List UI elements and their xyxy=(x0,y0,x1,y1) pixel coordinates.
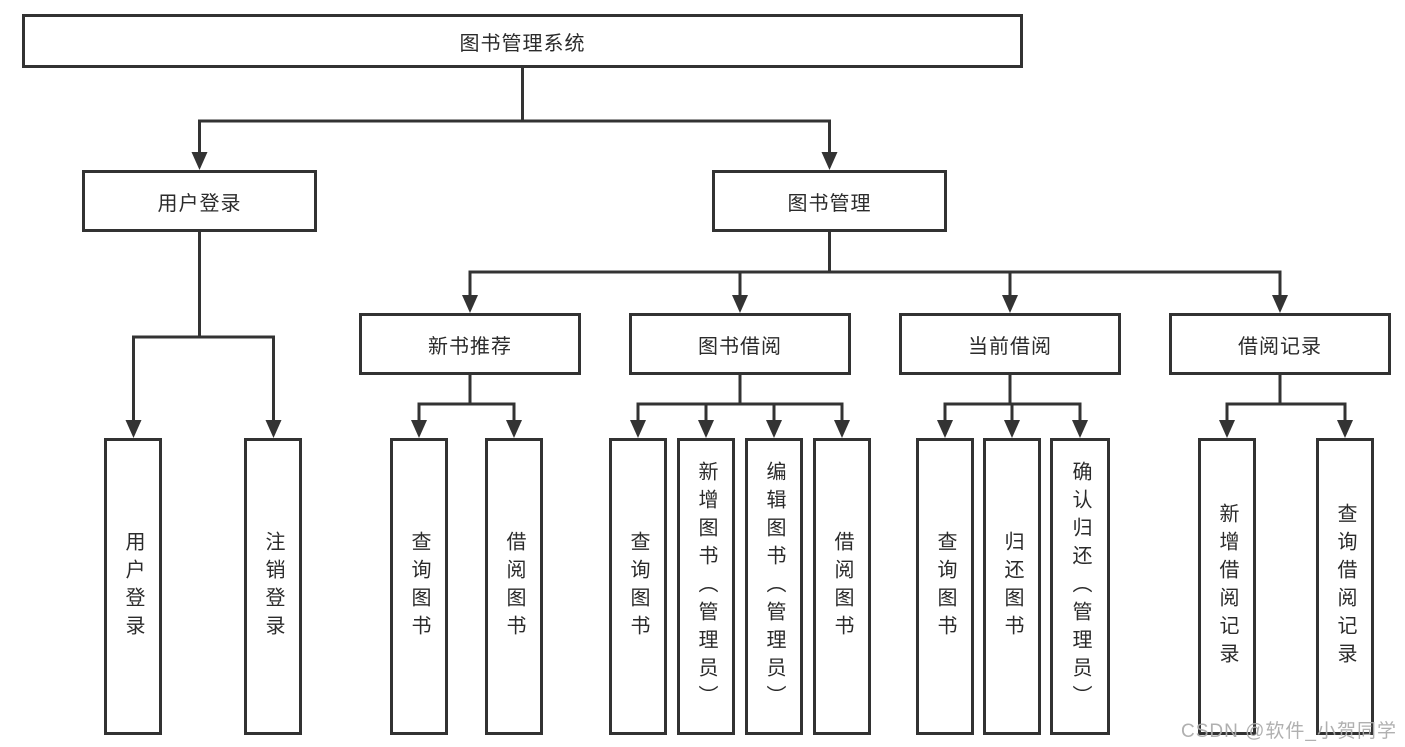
node-label: 编辑图书（管理员） xyxy=(763,460,785,713)
node-label: 用户登录 xyxy=(157,192,242,215)
node-label: 确认归还（管理员） xyxy=(1069,460,1091,713)
node-new-book-recommend: 新书推荐 xyxy=(359,313,581,375)
node-label: 图书借阅 xyxy=(698,335,782,358)
node-label: 查询图书 xyxy=(408,530,430,643)
node-label: 图书管理 xyxy=(787,192,872,215)
node-label: 归还图书 xyxy=(1001,530,1023,643)
node-label: 查询借阅记录 xyxy=(1334,502,1356,671)
leaf-confirm-return-admin: 确认归还（管理员） xyxy=(1050,438,1110,735)
node-label: 当前借阅 xyxy=(968,335,1052,358)
node-label: 借阅图书 xyxy=(831,530,853,643)
leaf-query-book-borrow: 查询图书 xyxy=(609,438,667,735)
node-label: 借阅记录 xyxy=(1238,335,1322,358)
node-user-login: 用户登录 xyxy=(82,170,317,232)
node-label: 图书管理系统 xyxy=(459,32,586,55)
node-label: 借阅图书 xyxy=(503,530,525,643)
node-label: 新增图书（管理员） xyxy=(695,460,717,713)
leaf-borrow-book: 借阅图书 xyxy=(813,438,871,735)
leaf-edit-book-admin: 编辑图书（管理员） xyxy=(745,438,803,735)
node-library-management-system: 图书管理系统 xyxy=(22,14,1023,68)
node-label: 查询图书 xyxy=(627,530,649,643)
node-book-management: 图书管理 xyxy=(712,170,947,232)
leaf-user-login: 用户登录 xyxy=(104,438,162,735)
leaf-borrow-book-recommend: 借阅图书 xyxy=(485,438,543,735)
node-current-borrow: 当前借阅 xyxy=(899,313,1121,375)
leaf-add-borrow-record: 新增借阅记录 xyxy=(1198,438,1256,735)
node-label: 查询图书 xyxy=(934,530,956,643)
leaf-query-book-current: 查询图书 xyxy=(916,438,974,735)
csdn-watermark: CSDN @软件_小贺同学 xyxy=(1181,721,1397,742)
node-label: 注销登录 xyxy=(262,530,284,643)
node-borrow-record: 借阅记录 xyxy=(1169,313,1391,375)
node-label: 新增借阅记录 xyxy=(1216,502,1238,671)
node-book-borrow: 图书借阅 xyxy=(629,313,851,375)
node-label: 用户登录 xyxy=(122,530,144,643)
leaf-query-book-recommend: 查询图书 xyxy=(390,438,448,735)
leaf-logout: 注销登录 xyxy=(244,438,302,735)
node-label: 新书推荐 xyxy=(428,335,512,358)
leaf-query-borrow-record: 查询借阅记录 xyxy=(1316,438,1374,735)
leaf-return-book: 归还图书 xyxy=(983,438,1041,735)
leaf-add-book-admin: 新增图书（管理员） xyxy=(677,438,735,735)
